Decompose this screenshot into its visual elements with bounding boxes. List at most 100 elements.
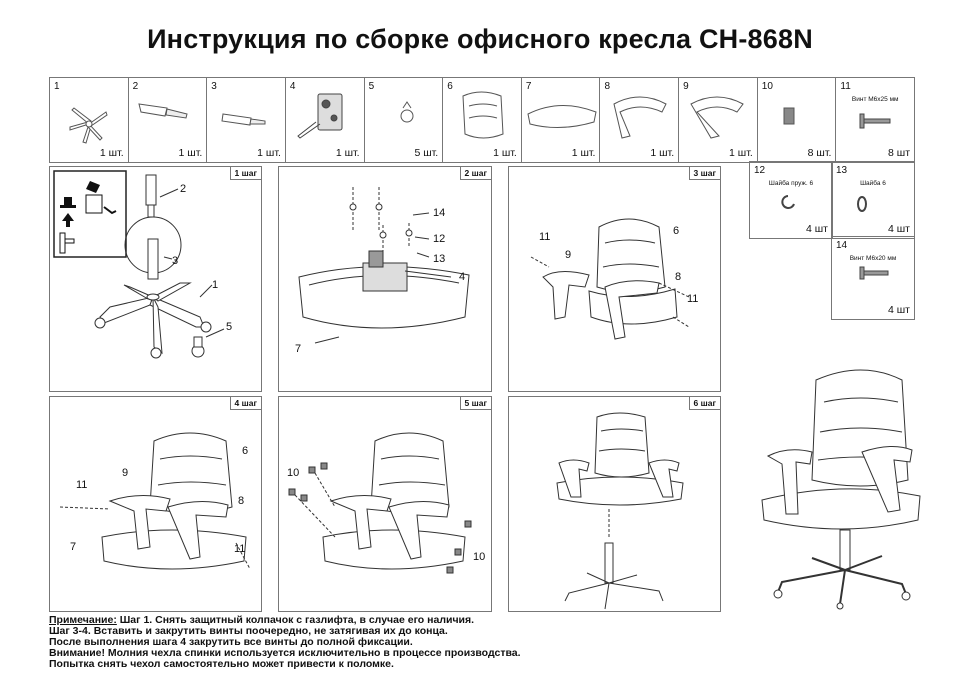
part-qty: 4 шт	[888, 304, 910, 316]
part-qty: 1 шт.	[650, 147, 675, 159]
step-5-illustration	[288, 432, 472, 574]
part-number: 8	[604, 81, 611, 92]
hardware-cell: 13 Шайба 6 4 шт	[831, 161, 915, 239]
step-label: 5 шаг	[459, 397, 491, 410]
page-title: Инструкция по сборке офисного кресла CH-…	[147, 24, 813, 54]
callout-label: 7	[295, 343, 302, 355]
mechanism-icon	[297, 93, 343, 139]
step-label: 6 шаг	[688, 397, 720, 410]
part-qty: 1 шт.	[335, 147, 360, 159]
step-1-panel: 1 шаг 2 3 1 5	[49, 166, 262, 392]
seat-icon	[527, 104, 597, 129]
callout-label: 2	[180, 183, 187, 195]
part-number: 5	[368, 81, 375, 92]
step-5-panel: 5 шаг 10 10	[278, 396, 492, 612]
callout-label: 9	[122, 467, 129, 479]
spring-washer-icon	[781, 195, 795, 209]
callout-label: 8	[675, 271, 682, 283]
part-number: 1	[54, 81, 60, 92]
step-3-illustration	[530, 218, 690, 340]
note-heading: Примечание:	[49, 614, 117, 626]
note-line: Шаг 3-4. Вставить и закрутить винты пооч…	[49, 625, 448, 637]
step-2-illustration	[298, 187, 470, 344]
hardware-cell: 14 Винт М6х20 мм 4 шт	[831, 236, 915, 320]
note-line: После выполнения шага 4 закрутить все ви…	[49, 636, 413, 648]
callout-label: 10	[287, 467, 300, 479]
part-number: 7	[525, 81, 532, 92]
callout-label: 14	[433, 207, 446, 219]
caster-icon	[400, 101, 414, 123]
callout-label: 4	[459, 271, 466, 283]
callout-label: 12	[433, 233, 446, 245]
part-number: 4	[289, 81, 296, 92]
part-cell: 2 1 шт.	[129, 78, 208, 162]
part-cell: 5 5 шт.	[365, 78, 444, 162]
washer-icon	[857, 196, 867, 212]
callout-label: 8	[238, 495, 245, 507]
part-number: 14	[836, 240, 848, 251]
part-cell: 11 Винт М6х25 мм 8 шт	[836, 78, 914, 162]
step-4-illustration	[59, 432, 251, 570]
callout-label: 5	[226, 321, 233, 333]
notes-block: Примечание: Шаг 1. Снять защитный колпач…	[49, 615, 521, 670]
callout-label: 11	[687, 293, 699, 305]
part-number: 12	[754, 165, 766, 176]
callout-label: 6	[242, 445, 249, 457]
part-qty: 4 шт	[806, 223, 828, 235]
assembled-chair-illustration	[761, 369, 921, 610]
part-number: 11	[840, 81, 851, 92]
part-qty: 1 шт.	[493, 147, 517, 159]
callout-label: 3	[172, 255, 179, 267]
callout-label: 11	[539, 231, 551, 243]
callout-label: 13	[433, 253, 446, 265]
part-label: Винт М6х25 мм	[851, 96, 899, 103]
part-number: 9	[683, 81, 689, 92]
part-cell: 10 8 шт.	[758, 78, 837, 162]
part-label: Винт М6х20 мм	[849, 255, 897, 262]
step-label: 2 шаг	[459, 167, 491, 180]
hardware-cell: 12 Шайба пруж. 6 4 шт	[749, 161, 833, 239]
callout-label: 11	[234, 543, 246, 555]
part-cell: 8 1 шт.	[600, 78, 680, 162]
part-label: Шайба пруж. 6	[768, 180, 814, 187]
callout-label: 1	[212, 279, 219, 291]
callout-label: 9	[565, 249, 572, 261]
note-line: Попытка снять чехол самостоятельно может…	[49, 658, 394, 670]
screw-icon	[859, 113, 891, 129]
part-label: Шайба 6	[860, 180, 886, 187]
part-number: 6	[447, 81, 453, 92]
note-line: Внимание! Молния чехла спинки использует…	[49, 647, 521, 659]
part-cell: 9 1 шт.	[679, 78, 758, 162]
part-cell: 3 1 шт.	[207, 78, 286, 162]
part-qty: 4 шт	[888, 223, 910, 235]
note-line: Примечание: Шаг 1. Снять защитный колпач…	[49, 615, 521, 626]
callout-label: 11	[76, 479, 88, 491]
part-cell: 7 1 шт.	[522, 78, 601, 162]
part-qty: 1 шт.	[178, 147, 203, 159]
part-cell: 4 1 шт.	[286, 78, 365, 162]
callout-label: 7	[70, 541, 77, 553]
step-label: 1 шаг	[229, 167, 261, 180]
part-cell: 1 1 шт.	[50, 78, 129, 162]
backrest-icon	[462, 91, 504, 139]
part-qty: 5 шт.	[414, 147, 439, 159]
step-6-panel: 6 шаг	[508, 396, 721, 612]
step-1-illustration	[53, 170, 225, 359]
step-label: 3 шаг	[688, 167, 720, 180]
part-qty: 1 шт.	[571, 147, 596, 159]
part-number: 3	[211, 81, 217, 92]
part-qty: 1 шт.	[729, 147, 753, 159]
step-2-panel: 2 шаг 14 12 13 4 7	[278, 166, 492, 392]
callout-label: 6	[673, 225, 680, 237]
part-number: 13	[836, 165, 848, 176]
gas-lift-icon	[137, 103, 188, 119]
part-qty: 8 шт	[888, 147, 911, 159]
star-base-icon	[69, 107, 108, 144]
parts-table: 1 1 шт. 2 1 шт. 3 1 шт. 4 1 шт. 5	[49, 77, 915, 163]
part-cell: 6 1 шт.	[443, 78, 522, 162]
step-6-illustration	[556, 412, 684, 610]
armrest-left-icon	[690, 96, 744, 139]
part-qty: 1 шт.	[257, 147, 281, 159]
armrest-right-icon	[613, 96, 668, 139]
step-label: 4 шаг	[229, 397, 261, 410]
